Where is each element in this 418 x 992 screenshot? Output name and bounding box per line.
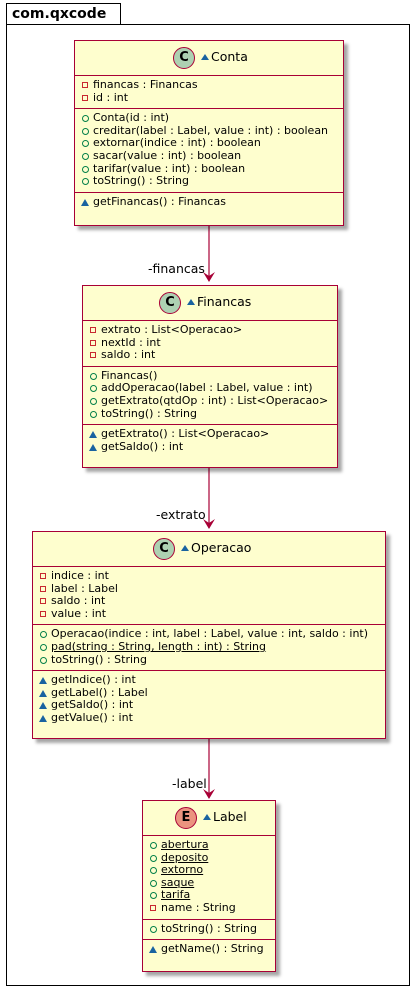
method-row: toString() : String <box>39 653 385 667</box>
field-row: saque <box>149 876 275 890</box>
package-methods-section: getFinancas() : Financas <box>75 191 343 213</box>
method-row: extornar(indice : int) : boolean <box>81 137 343 150</box>
methods-section: Conta(id : int) creditar(label : Label, … <box>75 108 343 192</box>
field-row: tarifa <box>149 889 275 902</box>
method-row: toString() : String <box>81 174 343 188</box>
method-row: getValue() : int <box>39 711 385 725</box>
method-row: tarifar(value : int) : boolean <box>81 162 343 176</box>
methods-section: toString() : String <box>143 918 275 940</box>
field-row: label : Label <box>39 582 385 596</box>
class-header: E Label <box>143 801 275 835</box>
field-row: id : int <box>81 91 343 105</box>
field-row: abertura <box>149 838 275 852</box>
method-row: getExtrato(qtdOp : int) : List<Operacao> <box>89 394 337 408</box>
method-row: addOperacao(label : Label, value : int) <box>89 382 337 395</box>
fields-section: financas : Financas id : int <box>75 75 343 108</box>
class-operacao: C Operacao indice : int label : Label sa… <box>32 531 386 739</box>
enum-label: E Label abertura deposito extorno saque … <box>142 800 276 972</box>
method-row: sacar(value : int) : boolean <box>81 149 343 163</box>
relation-label-financas: -financas <box>148 261 205 276</box>
method-row: getIndice() : int <box>39 673 385 687</box>
fields-section: indice : int label : Label saldo : int v… <box>33 566 385 624</box>
methods-section: Operacao(indice : int, label : Label, va… <box>33 624 385 670</box>
method-row: getName() : String <box>149 942 275 956</box>
class-c-icon: C <box>153 538 175 560</box>
method-row: getSaldo() : int <box>39 699 385 712</box>
field-row: saldo : int <box>89 348 337 362</box>
package-methods-section: getIndice() : int getLabel() : Label get… <box>33 670 385 728</box>
arrowhead-label <box>203 789 215 799</box>
class-header: C Operacao <box>33 532 385 566</box>
class-name: Conta <box>201 50 248 64</box>
field-row: deposito <box>149 851 275 865</box>
class-c-icon: C <box>173 47 195 69</box>
method-row: Operacao(indice : int, label : Label, va… <box>39 628 385 641</box>
package-name: com.qxcode <box>12 6 107 22</box>
method-row: pad(string : String, length : int) : Str… <box>39 640 385 654</box>
package-methods-section: getName() : String <box>143 939 275 960</box>
arrowhead-extrato <box>203 519 215 529</box>
fields-section: abertura deposito extorno saque tarifa n… <box>143 835 275 919</box>
field-row: extrato : List<Operacao> <box>89 323 337 337</box>
method-row: getFinancas() : Financas <box>81 195 343 209</box>
method-row: getExtrato() : List<Operacao> <box>89 427 337 441</box>
fields-section: extrato : List<Operacao> nextId : int sa… <box>83 320 337 366</box>
class-name: Operacao <box>181 541 251 555</box>
package-methods-section: getExtrato() : List<Operacao> getSaldo()… <box>83 424 337 457</box>
class-financas: C Financas extrato : List<Operacao> next… <box>82 285 338 468</box>
methods-section: Financas() addOperacao(label : Label, va… <box>83 365 337 424</box>
field-row: value : int <box>39 607 385 621</box>
method-row: Conta(id : int) <box>81 111 343 125</box>
method-row: creditar(label : Label, value : int) : b… <box>81 124 343 138</box>
method-row: getLabel() : Label <box>39 686 385 700</box>
class-name: Financas <box>187 295 251 309</box>
class-conta: C Conta financas : Financas id : int Con… <box>74 40 344 226</box>
field-row: indice : int <box>39 569 385 583</box>
field-row: extorno <box>149 863 275 877</box>
package-tab <box>6 3 121 25</box>
method-row: toString() : String <box>149 922 275 936</box>
arrowhead-financas <box>203 272 215 282</box>
field-row: nextId : int <box>89 336 337 350</box>
field-row: name : String <box>149 901 275 915</box>
class-name: Label <box>203 810 247 824</box>
enum-e-icon: E <box>175 807 197 829</box>
relation-label-extrato: -extrato <box>156 507 206 522</box>
class-header: C Conta <box>75 41 343 75</box>
class-header: C Financas <box>83 286 337 320</box>
method-row: toString() : String <box>89 407 337 421</box>
relation-label-label: -label <box>172 776 207 791</box>
method-row: Financas() <box>89 369 337 383</box>
class-c-icon: C <box>159 292 181 314</box>
field-row: financas : Financas <box>81 78 343 92</box>
method-row: getSaldo() : int <box>89 440 337 454</box>
field-row: saldo : int <box>39 594 385 608</box>
